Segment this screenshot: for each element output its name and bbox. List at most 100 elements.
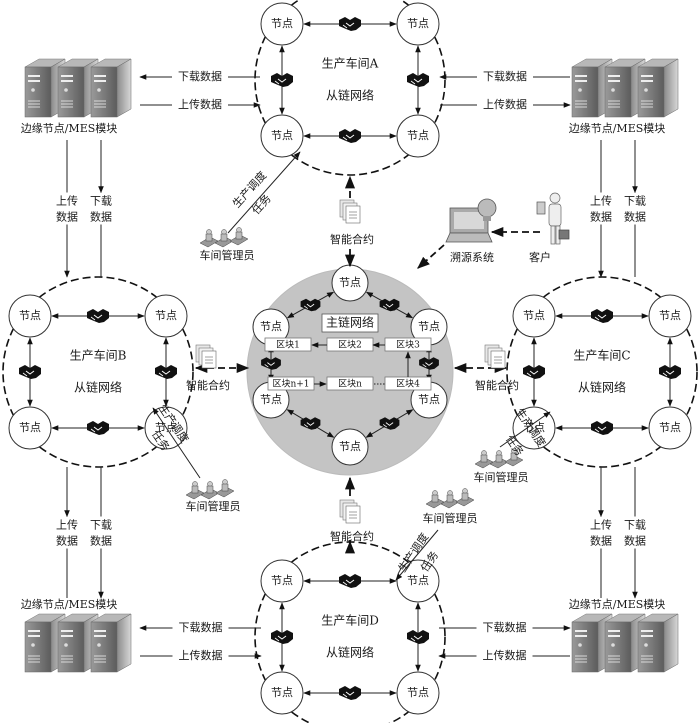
handshake-icon (338, 573, 362, 589)
workshop-node (144, 294, 188, 338)
upload-flow-label: 上传数据 (178, 97, 222, 111)
handshake-icon (86, 308, 110, 324)
customer-leg (550, 225, 556, 245)
upload-flow-v-label: 数据 (56, 210, 78, 224)
customer-icon (536, 192, 570, 245)
upload-flow-v-label: 上传 (590, 195, 612, 208)
handshake-icon (338, 685, 362, 701)
mainchain-node (331, 428, 369, 466)
node-label: 节点 (339, 440, 361, 453)
workshop-manager-label: 车间管理员 (186, 499, 241, 513)
task-label: 任务 (418, 549, 441, 575)
download-flow-v-label: 下载 (90, 519, 112, 532)
workshop-node (512, 294, 556, 338)
subchain-label: 从链网络 (326, 88, 374, 103)
node-label: 节点 (271, 17, 293, 30)
node-label: 节点 (19, 421, 41, 434)
traceability-system-icon (445, 198, 497, 243)
block-label: 区块n+1 (272, 378, 309, 390)
upload-flow-v-label: 上传 (590, 519, 612, 532)
workshop-node (396, 114, 440, 158)
customer-head (549, 192, 561, 204)
subchain-label: 从链网络 (578, 380, 626, 395)
workshop-node (260, 671, 304, 715)
node-label: 节点 (339, 276, 361, 289)
workshop-node (648, 294, 692, 338)
workshop-manager-label: 车间管理员 (200, 248, 255, 262)
task-link (499, 411, 551, 448)
workshop-title: 生产车间D (321, 613, 379, 628)
customer-label: 客户 (529, 250, 551, 264)
task-label: 任务 (249, 192, 273, 217)
handshake-icon (590, 308, 614, 324)
smart-contract-icon (484, 344, 506, 369)
upload-flow-v-label: 上传 (56, 519, 78, 532)
edge-module-label: 边缘节点/MES模块 (21, 598, 118, 611)
upload-flow-v-label: 上传 (56, 195, 78, 208)
smart-contract-label: 智能合约 (330, 529, 374, 543)
upload-flow-v-label: 数据 (590, 210, 612, 224)
download-flow-label: 下载数据 (179, 620, 223, 634)
subchain-label: 从链网络 (326, 645, 374, 660)
handshake-icon (590, 420, 614, 436)
task-link (395, 529, 439, 581)
workshop-node (260, 114, 304, 158)
edge-module-label: 边缘节点/MES模块 (569, 122, 666, 135)
download-flow-label: 下载数据 (483, 69, 527, 83)
workshop-b-boundary (2, 276, 194, 468)
workshop-title: 生产车间A (322, 56, 379, 71)
block-label: 区块1 (276, 339, 300, 351)
workshop-manager-icon (199, 227, 249, 248)
edge-module-top-right (571, 58, 679, 118)
node-label: 节点 (19, 309, 41, 322)
workshop-title: 生产车间B (70, 348, 127, 363)
download-flow-v-label: 下载 (624, 519, 646, 532)
download-flow-label: 下载数据 (483, 620, 527, 634)
edge-module-top-left (24, 58, 132, 118)
customer-briefcase (558, 229, 570, 240)
trace-link (417, 244, 445, 269)
workshop-node (648, 406, 692, 450)
handshake-icon (338, 16, 362, 32)
lightbulb-base (483, 216, 491, 221)
server-icon (637, 613, 679, 673)
block-label: 区块2 (338, 339, 362, 351)
node-label: 节点 (418, 320, 440, 333)
handshake-icon (338, 128, 362, 144)
smart-contract-icon (339, 499, 361, 524)
smart-contract-icon (195, 344, 217, 369)
node-label: 节点 (271, 129, 293, 142)
node-label: 节点 (155, 309, 177, 322)
main-chain-title-box (321, 313, 379, 333)
workshop-manager-icon (425, 488, 475, 509)
node-label: 节点 (271, 686, 293, 699)
upload-flow-label: 上传数据 (483, 648, 527, 662)
edge-module-bottom-left (24, 613, 132, 673)
server-icon (90, 58, 132, 118)
node-label: 节点 (407, 686, 429, 699)
customer-body (548, 203, 562, 227)
block (326, 376, 374, 391)
block-label: 区块n (338, 378, 362, 390)
download-flow-label: 下载数据 (178, 69, 222, 83)
handshake-icon (86, 420, 110, 436)
workshop-manager-icon (185, 479, 235, 500)
workshop-node (260, 559, 304, 603)
node-label: 节点 (407, 129, 429, 142)
node-label: 节点 (418, 393, 440, 406)
workshop-node (260, 2, 304, 46)
upload-flow-v-label: 数据 (590, 534, 612, 548)
upload-flow-v-label: 数据 (56, 534, 78, 548)
node-label: 节点 (271, 574, 293, 587)
node-label: 节点 (407, 17, 429, 30)
traceability-system-label: 溯源系统 (450, 250, 494, 264)
task-link (227, 151, 301, 234)
smart-contract-label: 智能合约 (330, 232, 374, 246)
lightbulb-icon (477, 198, 497, 218)
node-label: 节点 (659, 421, 681, 434)
node-label: 节点 (523, 421, 545, 434)
task-link (152, 407, 201, 479)
customer-phone (536, 201, 546, 215)
workshop-manager-label: 车间管理员 (474, 470, 529, 484)
